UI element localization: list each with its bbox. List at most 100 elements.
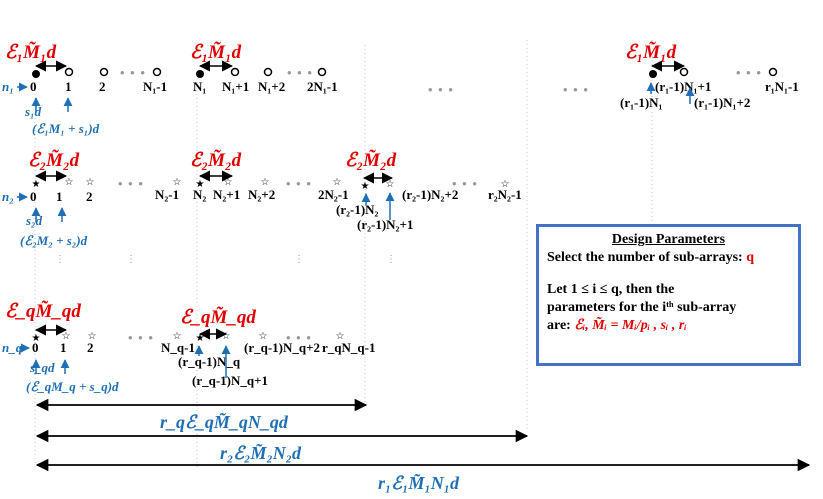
ellipsis: • • • bbox=[286, 330, 312, 345]
brace-label: ℰ₁M̃₁d bbox=[5, 42, 57, 63]
spacer bbox=[547, 267, 790, 281]
sensor-star-empty: ☆ bbox=[261, 177, 270, 188]
index-label: 1 bbox=[65, 79, 72, 94]
index-label: 1 bbox=[60, 340, 67, 355]
index-label: 2 bbox=[86, 189, 93, 204]
index-label: N₁-1 bbox=[143, 79, 167, 94]
brace-label: ℰ₂M̃₂d bbox=[345, 150, 397, 171]
sensor-star-empty: ☆ bbox=[501, 179, 510, 190]
sensor-star-empty: ☆ bbox=[173, 331, 182, 342]
index-label: N_q-1 bbox=[161, 340, 195, 355]
offset-label: (ℰ_qM_q + s_q)d bbox=[26, 379, 119, 394]
ellipsis: • • • bbox=[287, 65, 313, 80]
sensor-star-empty: ☆ bbox=[259, 331, 268, 342]
ellipsis: • • • bbox=[286, 176, 312, 191]
sensor-star-empty: ☆ bbox=[386, 179, 395, 190]
index-label: 2N₁-1 bbox=[307, 79, 338, 94]
sensor-star-filled: ★ bbox=[196, 333, 205, 344]
index-label: (r_q-1)N_q+2 bbox=[244, 340, 320, 355]
span-label-q: r_qℰ_qM̃_qN_qd bbox=[160, 412, 289, 432]
index-label: 2 bbox=[87, 340, 94, 355]
index-label: N₂+1 bbox=[213, 187, 240, 202]
design-q-var: q bbox=[746, 250, 755, 265]
vertical-ellipsis: ⋮ bbox=[386, 254, 396, 265]
sensor-empty bbox=[64, 67, 74, 77]
guide-lines bbox=[34, 40, 653, 470]
sensor-star-empty: ☆ bbox=[336, 331, 345, 342]
index-label: 0 bbox=[32, 340, 39, 355]
brace-label: ℰ_qM̃_qd bbox=[180, 307, 256, 328]
sensor-filled bbox=[32, 70, 40, 78]
ellipsis: • • • bbox=[118, 176, 144, 191]
sensor-star-filled: ★ bbox=[32, 179, 41, 190]
row-n-label: n₁ bbox=[2, 79, 14, 94]
design-line-2: Let 1 ≤ i ≤ q, then the bbox=[547, 282, 675, 297]
sensor-empty bbox=[768, 67, 778, 77]
vertical-ellipsis: ⋮ bbox=[126, 254, 136, 265]
index-label: 0 bbox=[30, 79, 37, 94]
sensor-filled bbox=[649, 70, 657, 78]
index-label: 1 bbox=[56, 189, 63, 204]
brace-label: ℰ₂M̃₂d bbox=[28, 150, 80, 171]
brace-label: ℰ₁M̃₁d bbox=[625, 42, 677, 63]
index-label: N₂-1 bbox=[155, 187, 179, 202]
index-label: (r₁-1)N₁+1 bbox=[655, 79, 711, 94]
ellipsis: • • • bbox=[563, 82, 589, 97]
design-parameters-box: Design Parameters Select the number of s… bbox=[536, 224, 801, 366]
index-label: N₁ bbox=[193, 79, 206, 94]
sensor-empty bbox=[152, 67, 162, 77]
index-label: (r_q-1)N_q bbox=[178, 354, 241, 369]
sensor-star-empty: ☆ bbox=[224, 177, 233, 188]
sensor-star-filled: ★ bbox=[361, 181, 370, 192]
subarray-row-q: ℰ_qM̃_qd ℰ_qM̃_qd ★ ☆ ☆ • • • ☆ ★ ☆ ☆ • … bbox=[2, 301, 375, 394]
sensor-star-empty: ☆ bbox=[65, 177, 74, 188]
sensor-star-filled: ★ bbox=[32, 333, 41, 344]
index-label: r₂N₂-1 bbox=[488, 187, 522, 202]
index-label: N₂ bbox=[193, 187, 206, 202]
subarray-row-1: ℰ₁M̃₁d ℰ₁M̃₁d ℰ₁M̃₁d • • • • • • • • • •… bbox=[2, 42, 799, 136]
aperture-spans: r_qℰ_qM̃_qN_qd r₂ℰ₂M̃₂N₂d r₁ℰ₁M̃₁N₁d bbox=[35, 398, 811, 493]
vertical-ellipsis: ⋮ bbox=[294, 254, 304, 265]
shift-label: s₂d bbox=[25, 213, 43, 228]
brace-label: ℰ₂M̃₂d bbox=[190, 150, 242, 171]
index-label: r₁N₁-1 bbox=[765, 79, 799, 94]
sensor-star-empty: ☆ bbox=[86, 177, 95, 188]
design-line-1: Select the number of sub-arrays: q bbox=[547, 249, 790, 267]
design-title: Design Parameters bbox=[611, 232, 726, 247]
sensor-empty bbox=[317, 67, 327, 77]
brace-label: ℰ₁M̃₁d bbox=[190, 42, 242, 63]
span-label-2: r₂ℰ₂M̃₂N₂d bbox=[220, 443, 302, 463]
brace-label: ℰ_qM̃_qd bbox=[5, 301, 81, 322]
sensor-star-empty: ☆ bbox=[333, 177, 342, 188]
ellipsis: • • • bbox=[736, 65, 762, 80]
ellipsis: • • • bbox=[428, 82, 454, 97]
index-label: 2N₂-1 bbox=[318, 187, 349, 202]
ellipsis: • • • bbox=[452, 176, 478, 191]
ellipsis: • • • bbox=[120, 65, 146, 80]
design-line-3: parameters for the iᵗʰ sub-array bbox=[547, 300, 737, 315]
offset-label: (ℰ₁M₁ + s₁)d bbox=[32, 121, 100, 136]
index-label: 2 bbox=[99, 79, 106, 94]
vertical-ellipsis: ⋮ bbox=[55, 254, 65, 265]
sensor-star-empty: ☆ bbox=[88, 331, 97, 342]
sensor-empty bbox=[99, 67, 109, 77]
design-line-1-text: Select the number of sub-arrays: bbox=[547, 250, 747, 265]
row-n-label: n₂ bbox=[2, 189, 14, 204]
index-label: (r₁-1)N₁+2 bbox=[694, 95, 750, 110]
index-label: N₁+1 bbox=[222, 79, 249, 94]
sensor-empty bbox=[679, 67, 689, 77]
index-label: r_qN_q-1 bbox=[322, 340, 375, 355]
index-label: 0 bbox=[30, 189, 37, 204]
span-label-1: r₁ℰ₁M̃₁N₁d bbox=[378, 473, 460, 493]
design-params-vars: ℰᵢ, M̃ᵢ = Mᵢ/pᵢ , sᵢ , rᵢ bbox=[574, 318, 687, 333]
subarray-row-2: ℰ₂M̃₂d ℰ₂M̃₂d ℰ₂M̃₂d ★ ☆ ☆ • • • ☆ ★ ☆ ☆… bbox=[2, 150, 522, 265]
index-label: N₂+2 bbox=[248, 187, 275, 202]
index-label: (r₂-1)N₂+2 bbox=[402, 187, 458, 202]
ellipsis: • • • bbox=[128, 330, 154, 345]
offset-label: (ℰ₂M₂ + s₂)d bbox=[20, 233, 88, 248]
index-label: (r₁-1)N₁ bbox=[620, 95, 663, 110]
index-label: (r₂-1)N₂+1 bbox=[357, 217, 413, 232]
shift-label: s_qd bbox=[29, 360, 55, 375]
sensor-star-empty: ☆ bbox=[62, 331, 71, 342]
